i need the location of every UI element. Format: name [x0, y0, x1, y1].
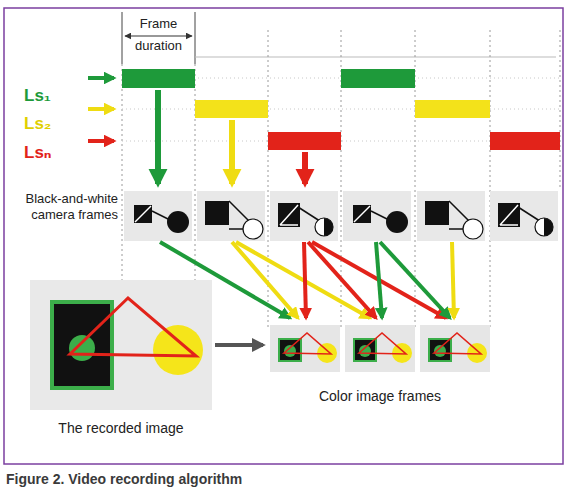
channel-arrows: [88, 107, 114, 111]
composition-arrows: [232, 242, 298, 318]
bw-frame-green: [353, 205, 408, 233]
bw-frame-red: [278, 203, 300, 227]
composition-arrows: [236, 242, 370, 318]
frame-strip: Color image frames: [268, 323, 492, 404]
light-source-pulses: [195, 100, 268, 118]
color-frame: [429, 333, 487, 363]
time-grid: [490, 30, 491, 330]
bw-frame-backgrounds: [417, 191, 485, 241]
exposure-arrows: [158, 90, 305, 184]
light-source-pulses: [415, 100, 490, 118]
recorded-image: [70, 298, 196, 356]
exposure-arrows: [229, 120, 235, 184]
bw-frame-backgrounds: [490, 191, 558, 241]
bw-frame-red: [498, 203, 553, 236]
time-grid: [195, 57, 556, 58]
frame-duration-bracket: [122, 12, 195, 64]
time-grid: [122, 109, 560, 110]
bw-frame-green: [135, 206, 151, 222]
bw-frame-red: [280, 205, 298, 225]
color-frame: [359, 333, 406, 354]
bw-frame-backgrounds: [124, 191, 192, 241]
bw-frame-backgrounds: [197, 191, 265, 241]
bw-frame-yellow: [205, 201, 263, 239]
bw-frame-yellow: [243, 219, 263, 239]
bw-frame-red: [324, 218, 333, 236]
bw-frame-green: [386, 211, 408, 233]
color-frame: [429, 339, 451, 361]
figure-border: [4, 8, 563, 464]
signal-name: Ls₁: [24, 86, 86, 106]
bw-frame-red: [315, 218, 333, 236]
node-caption: The recorded image: [58, 420, 183, 436]
bw-frame-red: [500, 205, 518, 225]
color-frame-backgrounds: [270, 325, 490, 372]
recorded-image: [52, 302, 112, 388]
signal-name: Ls₂: [24, 114, 86, 134]
bw-frame-yellow: [205, 201, 229, 225]
composition-arrows: [304, 242, 306, 318]
color-frame: [279, 333, 337, 363]
light-source-pulses: [490, 132, 560, 150]
duration-label: Frame duration: [122, 13, 195, 57]
color-frame: [354, 339, 376, 361]
frame-area: [30, 280, 212, 410]
bw-frame-backgrounds: [124, 191, 558, 241]
bw-frame-red: [278, 203, 333, 236]
bw-frame-green: [354, 206, 370, 222]
node-caption: Color image frames: [319, 388, 441, 404]
color-frame: [354, 333, 412, 363]
color-frame: [279, 339, 301, 361]
composition-arrows: [312, 242, 446, 318]
bw-frame-red: [498, 203, 520, 227]
flow-arrow: [215, 343, 263, 347]
frame-duration-bracket: [122, 12, 123, 64]
exposure-arrows: [302, 152, 308, 184]
color-frame-backgrounds: [420, 325, 490, 372]
time-grid: [560, 30, 561, 190]
light-source-pulses: [341, 69, 415, 88]
bw-frame-backgrounds: [343, 191, 411, 241]
composition-arrows: [308, 242, 376, 318]
bw-frame-green: [353, 205, 371, 223]
bw-frame-green: [167, 211, 189, 233]
color-frame-backgrounds: [345, 325, 415, 372]
composition-arrows: [376, 242, 382, 318]
bw-frame-green: [134, 205, 152, 223]
color-frame-backgrounds: [270, 325, 340, 372]
bw-frame-red: [544, 218, 553, 236]
bw-frame-yellow: [425, 201, 483, 239]
recorded-image: [69, 335, 95, 361]
bw-frame-yellow: [425, 201, 449, 225]
bw-frame-green: [134, 205, 189, 233]
light-source-pulses: [122, 69, 560, 150]
color-frame: [434, 333, 481, 354]
bw-frame-yellow: [463, 219, 483, 239]
signal-name: Lsₙ: [24, 143, 86, 163]
channel-arrows: [88, 76, 114, 80]
bw-frame-red: [535, 218, 553, 236]
recorded-image: [30, 280, 212, 410]
composition-arrows: [380, 242, 450, 318]
channel-arrows: [88, 78, 114, 141]
figure-caption: Figure 2. Video recording algorithm: [6, 470, 561, 488]
composition-arrows: [452, 242, 454, 318]
frame-duration-bracket: [125, 35, 192, 36]
exposure-arrows: [155, 90, 161, 184]
recorded-image: [153, 325, 203, 375]
channel-arrows: [88, 139, 114, 143]
bw-frame-backgrounds: [270, 191, 338, 241]
row-label: Black-and-white camera frames: [18, 191, 118, 223]
light-source-pulses: [122, 69, 195, 88]
frame-duration-bracket: [195, 12, 196, 64]
image-panel: The recorded image: [30, 280, 212, 436]
frame-area: [268, 323, 492, 373]
light-source-pulses: [268, 132, 341, 150]
color-frame: [284, 333, 331, 354]
recorded-image: [30, 280, 212, 410]
